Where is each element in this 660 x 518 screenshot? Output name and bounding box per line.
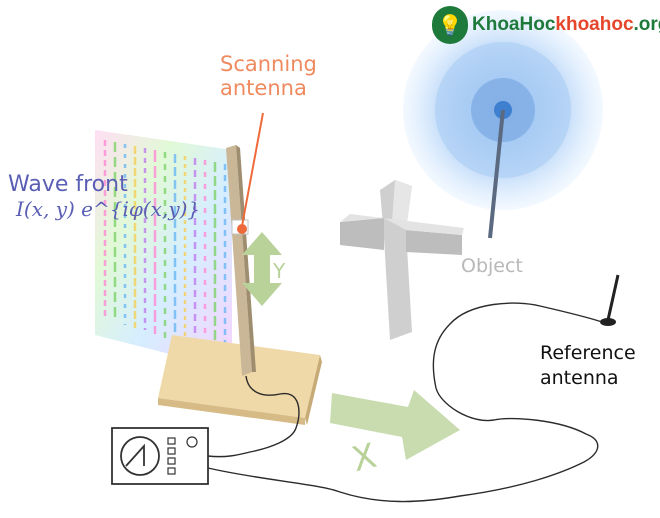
lightbulb-icon: 💡	[432, 6, 468, 44]
reference-antenna-label: Reference antenna	[540, 342, 636, 389]
watermark-part3: .org	[633, 14, 660, 35]
axis-y-label: Y	[273, 259, 286, 283]
site-watermark: 💡 KhoaHockhoahoc.org	[428, 4, 660, 48]
watermark-part1: KhoaHoc	[472, 14, 556, 35]
scanner-platform	[158, 335, 322, 425]
x-axis-arrow	[330, 390, 460, 460]
cross-object	[340, 180, 464, 340]
object-label: Object	[461, 255, 523, 277]
measurement-instrument	[111, 427, 209, 485]
scanning-antenna-tip	[237, 224, 247, 234]
object-wave-sphere	[403, 10, 603, 239]
wave-front-pattern	[95, 130, 232, 370]
scanner-pole	[226, 145, 256, 376]
y-axis-arrow	[242, 232, 282, 306]
wave-front-formula: I(x, y) e^{iφ(x,y)}	[16, 197, 201, 221]
wave-front-label: Wave front	[8, 172, 128, 197]
axis-x-label: X	[348, 436, 380, 480]
cables	[207, 302, 603, 503]
scanning-antenna-label: Scanning antenna	[220, 52, 317, 101]
watermark-text: KhoaHockhoahoc.org	[472, 14, 660, 36]
reference-antenna	[600, 274, 620, 326]
watermark-part2: khoahoc	[555, 14, 634, 35]
scanning-antenna-pointer	[241, 112, 264, 227]
